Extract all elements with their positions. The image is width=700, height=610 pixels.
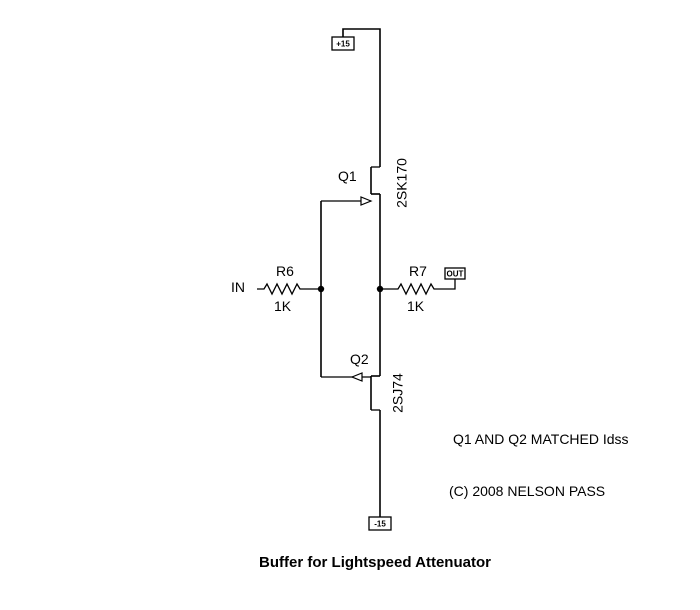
r7-ref: R7 [409, 263, 427, 279]
negative-rail-terminal: -15 [368, 516, 392, 531]
output-terminal: OUT [444, 267, 466, 280]
q1-part: 2SK170 [394, 158, 410, 208]
positive-rail-wire [342, 28, 381, 167]
q2-part: 2SJ74 [390, 373, 406, 413]
r7-resistor [380, 279, 456, 296]
input-label: IN [231, 279, 245, 295]
r6-value: 1K [274, 298, 292, 314]
positive-rail-label: +15 [336, 40, 350, 49]
r6-ref: R6 [276, 263, 294, 279]
matched-note: Q1 AND Q2 MATCHED Idss [453, 431, 629, 447]
q1-gate-arrow [360, 196, 373, 206]
output-label: OUT [447, 270, 464, 279]
positive-rail-terminal: +15 [331, 36, 355, 51]
q1-jfet [321, 166, 380, 206]
r7-value: 1K [407, 298, 425, 314]
r6-resistor [257, 282, 321, 296]
copyright-note: (C) 2008 NELSON PASS [449, 483, 605, 499]
negative-rail-label: -15 [374, 520, 386, 529]
q2-jfet [321, 372, 380, 411]
q2-ref: Q2 [350, 351, 369, 367]
q1-ref: Q1 [338, 168, 357, 184]
diagram-caption: Buffer for Lightspeed Attenuator [259, 554, 491, 571]
q2-gate-arrow [350, 372, 363, 382]
input-junction-dot [317, 285, 325, 293]
